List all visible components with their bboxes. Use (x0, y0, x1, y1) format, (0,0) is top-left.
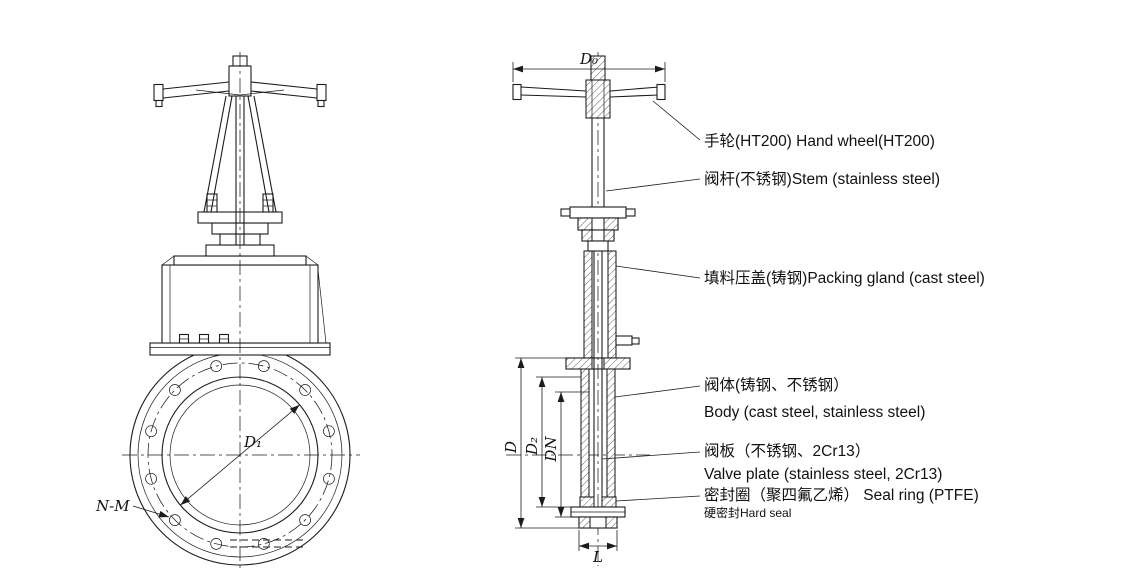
front-stem (235, 96, 245, 245)
callout-seal-ring: 密封圈（聚四氟乙烯） Seal ring (PTFE) (704, 486, 979, 504)
side-vertical-dimensions: D D₂ DN (502, 357, 589, 529)
front-yoke (203, 95, 277, 245)
side-seal-ring-right (601, 496, 617, 508)
front-nm-annotation: N-M (95, 497, 170, 518)
callout-hand-wheel: 手轮(HT200) Hand wheel(HT200) (704, 132, 935, 150)
dim-d0-label: D₀ (579, 50, 598, 68)
dim-d2-label: D₂ (523, 437, 541, 456)
side-bonnet-column (583, 250, 640, 359)
callout-hard-seal: 硬密封Hard seal (704, 505, 791, 520)
callout-body-cn: 阀体(铸钢、不锈钢） (704, 376, 849, 394)
side-l-dimension: L (578, 530, 618, 566)
dim-d1-label: D₁ (243, 433, 262, 451)
side-packing-gland (581, 229, 615, 252)
callout-packing-gland: 填料压盖(铸钢)Packing gland (cast steel) (704, 269, 985, 287)
side-upper-bracket (560, 206, 636, 231)
front-d1-dimension: D₁ (180, 404, 300, 506)
side-body (565, 357, 631, 529)
dim-l-label: L (592, 548, 603, 566)
dim-dn-label: DN (542, 436, 560, 463)
dim-d-label: D (502, 441, 520, 454)
front-body (149, 255, 331, 356)
side-stem (591, 118, 605, 207)
front-body-studs (178, 333, 230, 344)
dim-nm-label: N-M (95, 497, 130, 515)
front-view: D₁ N-M (95, 52, 360, 572)
callout-valve-plate-cn: 阀板（不锈钢、2Cr13） (704, 442, 870, 460)
front-bolt-holes (145, 360, 335, 550)
side-d0-dimension: D₀ (512, 50, 666, 82)
front-wheel-spokes (195, 89, 285, 96)
callout-valve-plate-en: Valve plate (stainless steel, 2Cr13) (704, 466, 942, 483)
callout-labels: 手轮(HT200) Hand wheel(HT200) 阀杆(不锈钢)Stem … (601, 100, 985, 520)
callout-stem: 阀杆(不锈钢)Stem (stainless steel) (704, 170, 940, 188)
side-seal-ring-left (579, 496, 595, 508)
front-hidden-slot-lines (230, 539, 306, 548)
side-centerlines (506, 52, 650, 566)
callout-body-en: Body (cast steel, stainless steel) (704, 404, 925, 421)
side-valve-plate (593, 251, 603, 497)
side-view: D₀ (502, 50, 666, 566)
